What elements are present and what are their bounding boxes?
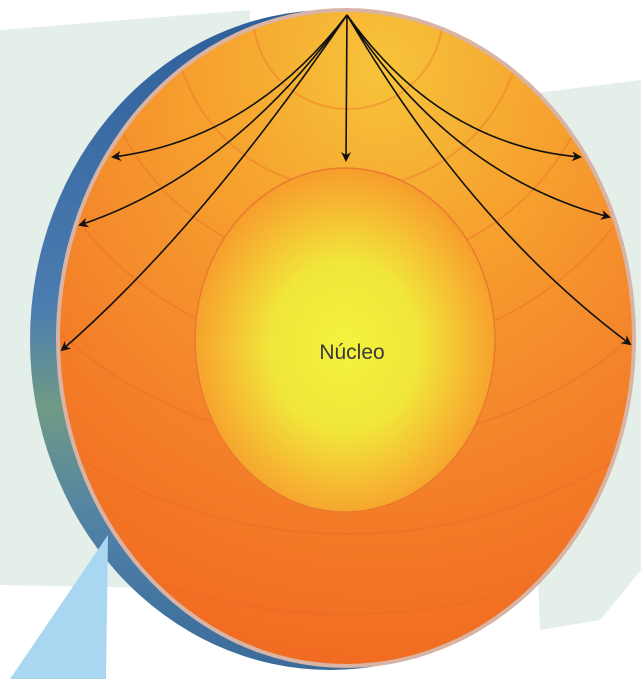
arrow-center-down [341,14,352,162]
shell-6 [60,12,632,535]
arrow-mid-right [346,14,611,220]
core-label: Núcleo [319,341,384,364]
core [194,167,496,513]
arrow-mid-left [78,14,348,228]
callout-pointer [10,535,108,679]
arrow-lower-right [346,14,632,346]
arrow-upper-right [346,14,582,162]
arrow-upper-left [111,14,348,161]
arrow-lower-left [60,14,348,352]
shell-7 [60,12,632,615]
seismic-arrows [60,14,632,352]
